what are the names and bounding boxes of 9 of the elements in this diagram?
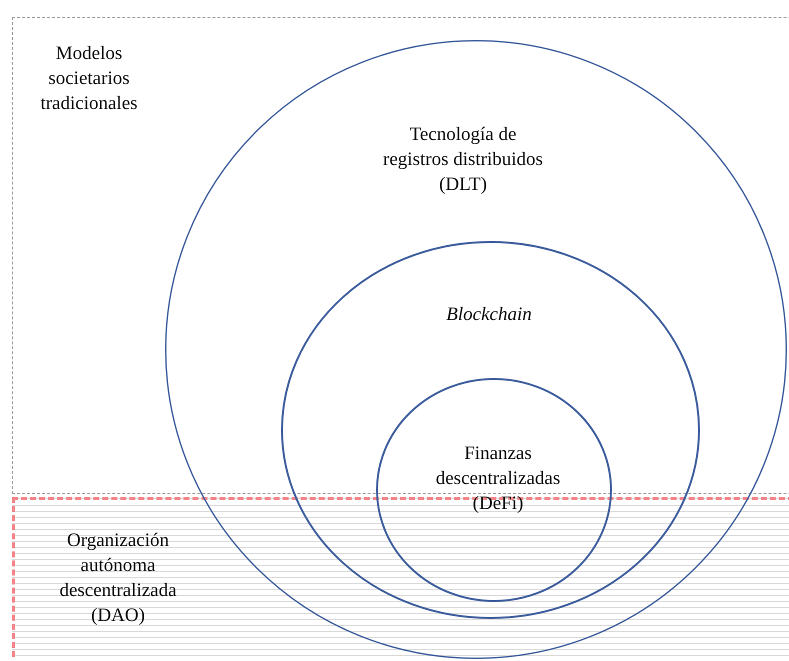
dashed-region: [12, 17, 789, 494]
node-label: Blockchain: [445, 303, 533, 327]
circle: [376, 378, 612, 602]
node-label: Finanzas descentralizadas (DeFi): [434, 442, 562, 516]
dashed-region: [12, 497, 789, 657]
node-label: Modelos societarios tradicionales: [39, 42, 139, 116]
node-label: Organización autónoma descentralizada (DAO): [58, 529, 178, 628]
node-label: Tecnología de registros distribuidos (DLT): [382, 123, 544, 197]
circle: [281, 241, 700, 619]
